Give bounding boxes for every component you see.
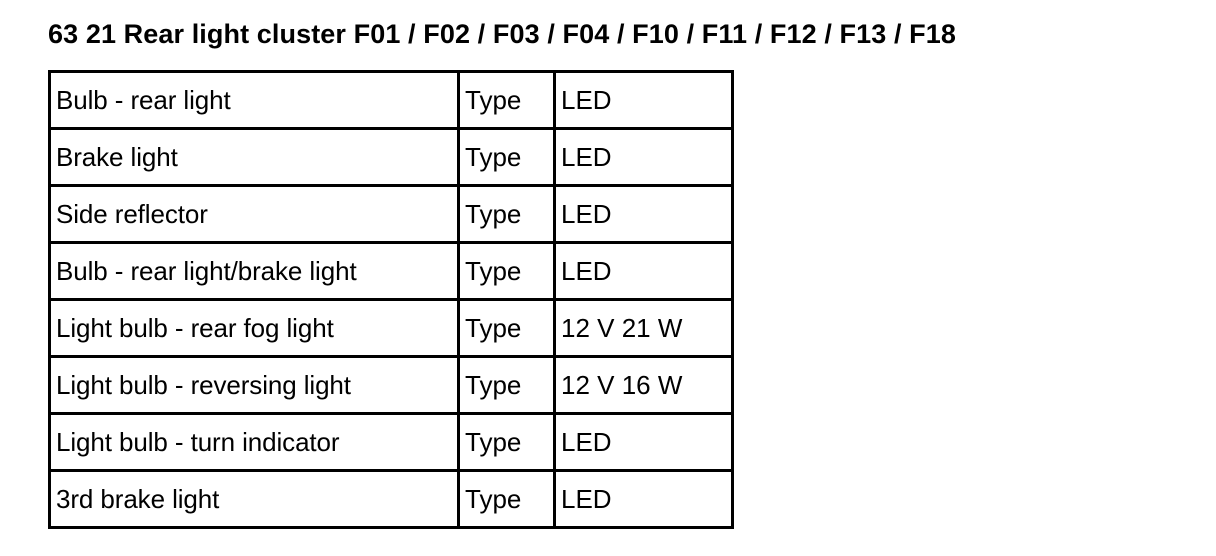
- cell-value: LED: [553, 241, 734, 301]
- cell-attribute: Type: [457, 241, 556, 301]
- page-title: 63 21 Rear light cluster F01 / F02 / F03…: [48, 19, 956, 49]
- cell-attribute: Type: [457, 70, 556, 130]
- cell-value: LED: [553, 70, 734, 130]
- cell-value: LED: [553, 412, 734, 472]
- cell-component: Light bulb - reversing light: [48, 355, 460, 415]
- cell-attribute: Type: [457, 298, 556, 358]
- cell-attribute: Type: [457, 127, 556, 187]
- cell-component: Light bulb - turn indicator: [48, 412, 460, 472]
- cell-component: Brake light: [48, 127, 460, 187]
- cell-value: LED: [553, 184, 734, 244]
- cell-value: 12 V 16 W: [553, 355, 734, 415]
- cell-component: Bulb - rear light: [48, 70, 460, 130]
- cell-attribute: Type: [457, 355, 556, 415]
- cell-component: Side reflector: [48, 184, 460, 244]
- cell-attribute: Type: [457, 469, 556, 529]
- cell-component: 3rd brake light: [48, 469, 460, 529]
- cell-attribute: Type: [457, 412, 556, 472]
- cell-value: LED: [553, 469, 734, 529]
- cell-component: Bulb - rear light/brake light: [48, 241, 460, 301]
- cell-attribute: Type: [457, 184, 556, 244]
- cell-value: 12 V 21 W: [553, 298, 734, 358]
- cell-component: Light bulb - rear fog light: [48, 298, 460, 358]
- cell-value: LED: [553, 127, 734, 187]
